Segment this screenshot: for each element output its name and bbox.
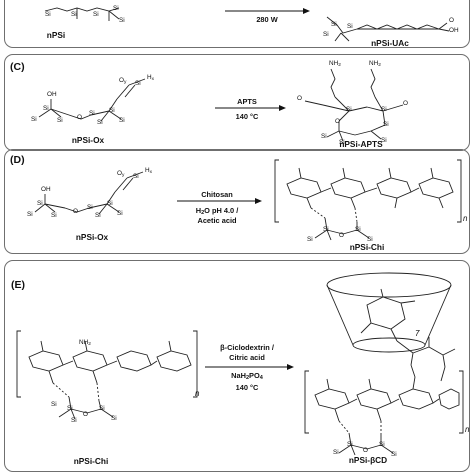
atom-si: Si xyxy=(89,110,95,117)
atom-hx: Hx xyxy=(147,74,155,82)
panel-e-structures xyxy=(16,272,464,456)
condition-d-2: Acetic acid xyxy=(197,216,237,225)
condition-b-0: 280 W xyxy=(256,15,278,24)
atom-o: O xyxy=(363,447,368,454)
atom-o: O xyxy=(77,114,82,121)
panel-label-e: (E) xyxy=(11,279,25,291)
atom-si: Si xyxy=(347,441,353,448)
atom-oh: OH xyxy=(449,27,459,34)
atom-si: Si xyxy=(51,401,57,408)
atom-si: Si xyxy=(95,212,101,219)
panel-label-c: (C) xyxy=(10,61,25,73)
product-name-e: nPSi-βCD xyxy=(348,455,388,465)
atom-si: Si xyxy=(307,236,313,243)
atom-o: O xyxy=(297,95,302,102)
atom-si: Si xyxy=(119,117,125,124)
atom-si: Si xyxy=(51,212,57,219)
condition-d-1: H2O pH 4.0 / xyxy=(195,206,239,216)
atom-si: Si xyxy=(323,226,329,233)
atom-o: O xyxy=(73,208,78,215)
atom-oy: Oy xyxy=(117,170,125,178)
product-name-d: nPSi-Chi xyxy=(349,242,385,252)
panel-b: Si Si Si Si Si 280 W Si Si Si O OH nPSi … xyxy=(4,0,470,48)
atom-si: Si xyxy=(31,116,37,123)
atom-si: Si xyxy=(119,17,125,24)
atom-si: Si xyxy=(87,204,93,211)
atom-si: Si xyxy=(99,405,105,412)
atom-si: Si xyxy=(321,133,327,140)
atom-si: Si xyxy=(333,449,339,456)
panel-d-structures xyxy=(34,159,462,241)
panel-e: (E) xyxy=(4,260,470,472)
reactant-name-d: nPSi-Ox xyxy=(75,232,109,242)
panel-d: (D) xyxy=(4,149,470,254)
atom-si: Si xyxy=(383,121,389,128)
condition-d-0: Chitosan xyxy=(201,190,233,199)
panel-c: (C) OH Si Si xyxy=(4,54,470,151)
atom-nh2: NH2 xyxy=(329,60,341,68)
product-name-c: nPSi-APTS xyxy=(339,139,383,149)
condition-c-0: APTS xyxy=(237,97,257,106)
polymer-n: n xyxy=(463,214,468,223)
atom-o: O xyxy=(403,100,408,107)
atom-o: O xyxy=(83,411,88,418)
atom-nh2: NH2 xyxy=(369,60,381,68)
atom-si: Si xyxy=(355,226,361,233)
atom-si: Si xyxy=(339,139,345,146)
atom-o: O xyxy=(339,232,344,239)
atom-oh: OH xyxy=(47,91,57,98)
atom-si: Si xyxy=(71,11,77,18)
atom-si: Si xyxy=(323,31,329,38)
atom-si: Si xyxy=(133,173,139,180)
atom-oy: Oy xyxy=(119,77,127,85)
panel-b-structures xyxy=(44,7,450,42)
atom-si: Si xyxy=(109,107,115,114)
condition-e-0: β-Ciclodextrin / xyxy=(220,343,274,352)
atom-si: Si xyxy=(45,11,51,18)
cyclodextrin-7: 7 xyxy=(415,329,420,338)
polymer-n: n xyxy=(465,425,470,434)
atom-si: Si xyxy=(347,23,353,30)
atom-si: Si xyxy=(346,106,352,113)
atom-si: Si xyxy=(381,106,387,113)
reactant-name-e: nPSi-Chi xyxy=(73,456,109,466)
atom-si: Si xyxy=(381,137,387,144)
condition-e-2: NaH2PO4 xyxy=(231,371,263,381)
atom-si: Si xyxy=(93,11,99,18)
atom-si: Si xyxy=(37,200,43,207)
atom-si: Si xyxy=(27,211,33,218)
reactant-name-c: nPSi-Ox xyxy=(71,135,105,145)
atom-si: Si xyxy=(107,200,113,207)
atom-si: Si xyxy=(71,417,77,424)
atom-si: Si xyxy=(97,119,103,126)
atom-o: O xyxy=(449,17,454,24)
condition-e-3: 140 °C xyxy=(235,383,259,392)
atom-si: Si xyxy=(113,5,119,12)
condition-e-1: Citric acid xyxy=(229,353,265,362)
panel-label-d: (D) xyxy=(10,154,25,166)
atom-si: Si xyxy=(67,405,73,412)
atom-si: Si xyxy=(117,210,123,217)
atom-oh: OH xyxy=(41,186,51,193)
atom-nh2: NH2 xyxy=(79,339,91,347)
atom-o: O xyxy=(335,118,340,125)
atom-si: Si xyxy=(135,80,141,87)
atom-si: Si xyxy=(379,441,385,448)
atom-si: Si xyxy=(111,415,117,422)
atom-si: Si xyxy=(43,105,49,112)
atom-si: Si xyxy=(331,21,337,28)
atom-si: Si xyxy=(57,117,63,124)
atom-si: Si xyxy=(367,236,373,243)
atom-hx: Hx xyxy=(145,167,153,175)
atom-si: Si xyxy=(391,451,397,458)
panel-c-structures xyxy=(38,68,404,142)
product-name-b: nPSi-UAc xyxy=(371,38,409,48)
condition-c-1: 140 °C xyxy=(235,112,259,121)
polymer-n: n xyxy=(195,389,200,398)
reactant-name-b: nPSi xyxy=(46,30,66,40)
